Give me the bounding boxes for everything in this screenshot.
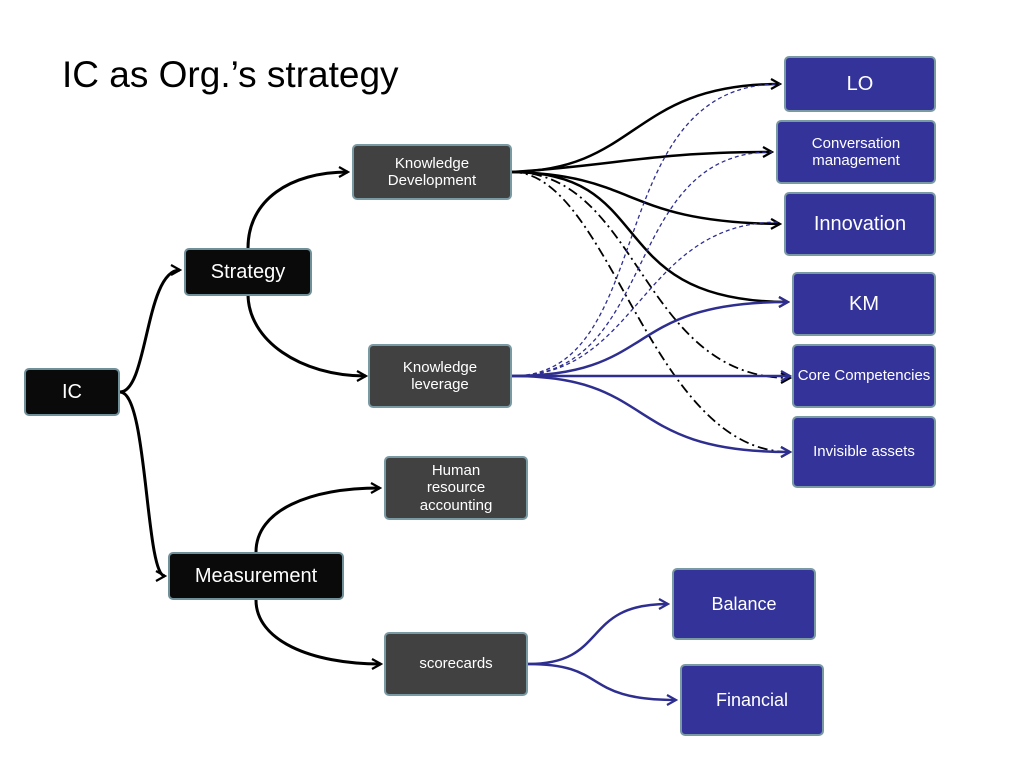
measurement-node: Measurement — [168, 552, 344, 600]
knowledge-development-label: Knowledge Development — [387, 154, 477, 189]
balance-label: Balance — [711, 593, 777, 614]
scorecards-to-financial-connector — [527, 662, 676, 700]
kd-to-innovation-connector — [511, 170, 780, 224]
innovation-label: Innovation — [813, 212, 907, 235]
kl-to-innovation-connector — [511, 221, 781, 377]
ic-to-strategy-connector — [119, 270, 180, 394]
ic-label: IC — [62, 380, 82, 403]
invisible-assets-node: Invisible assets — [792, 416, 936, 488]
human-resource-accounting-node: Human resource accounting — [384, 456, 528, 520]
scorecards-node: scorecards — [384, 632, 528, 696]
innovation-node: Innovation — [784, 192, 936, 256]
scorecards-to-balance-connector — [527, 604, 668, 666]
core-competencies-label: Core Competencies — [797, 367, 931, 385]
kl-to-conversation-connector — [511, 151, 773, 377]
knowledge-leverage-node: Knowledge leverage — [368, 344, 512, 408]
kl-to-invisible-assets-connector — [511, 374, 790, 452]
knowledge-leverage-label: Knowledge leverage — [402, 358, 478, 393]
human-resource-accounting-label: Human resource accounting — [419, 462, 493, 514]
page-title: IC as Org.’s strategy — [62, 54, 399, 95]
kd-to-lo-connector — [511, 84, 780, 174]
core-competencies-node: Core Competencies — [792, 344, 936, 408]
ic-node: IC — [24, 368, 120, 416]
invisible-assets-label: Invisible assets — [813, 443, 915, 461]
financial-label: Financial — [715, 689, 789, 710]
ic-to-measurement-connector — [119, 390, 165, 576]
strategy-to-knowledge-development-connector — [246, 172, 348, 249]
financial-node: Financial — [680, 664, 824, 736]
measurement-to-scorecards-connector — [254, 599, 381, 664]
measurement-label: Measurement — [194, 564, 318, 587]
measurement-to-hra-connector — [254, 488, 380, 553]
lo-node: LO — [784, 56, 936, 112]
kd-to-core-competencies-connector — [511, 171, 790, 378]
scorecards-label: scorecards — [419, 655, 493, 673]
kl-to-lo-connector — [511, 83, 781, 377]
balance-node: Balance — [672, 568, 816, 640]
kd-to-conversation-connector — [511, 152, 772, 174]
lo-label: LO — [846, 72, 874, 95]
kd-to-invisible-assets-connector — [511, 171, 790, 452]
conversation-management-label: Conversation management — [811, 134, 901, 169]
km-label: KM — [849, 292, 879, 315]
conversation-management-node: Conversation management — [776, 120, 936, 184]
knowledge-development-node: Knowledge Development — [352, 144, 512, 200]
km-node: KM — [792, 272, 936, 336]
strategy-node: Strategy — [184, 248, 312, 296]
strategy-label: Strategy — [210, 260, 286, 283]
kd-to-km-connector — [511, 170, 788, 302]
kl-to-km-connector — [511, 302, 788, 378]
strategy-to-knowledge-leverage-connector — [246, 293, 366, 376]
